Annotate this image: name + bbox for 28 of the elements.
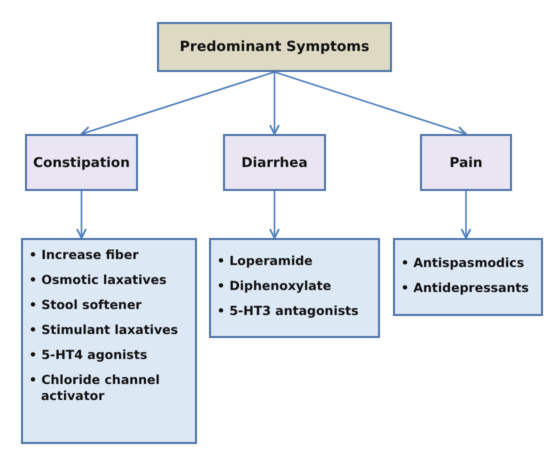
- list-item: • Loperamide: [217, 253, 314, 269]
- node-label: Constipation: [33, 154, 130, 170]
- treatment-list-box: [209, 238, 380, 338]
- arrow: [460, 191, 472, 239]
- arrow: [269, 191, 280, 239]
- treatment-list-box: [21, 238, 197, 444]
- list-item: • 5-HT3 antagonists: [217, 303, 360, 319]
- list-item: • 5-HT4 agonists: [29, 347, 148, 363]
- treatment-list-box: [393, 238, 543, 316]
- list-item: • Diphenoxylate: [217, 278, 332, 294]
- category-box: [25, 134, 138, 191]
- arrow: [274, 71, 467, 136]
- list-item: • Osmotic laxatives: [29, 272, 168, 288]
- list-item: • Antidepressants: [401, 280, 530, 296]
- category-box: [223, 134, 326, 191]
- node-label: Predominant Symptoms: [180, 39, 370, 55]
- node-label: Pain: [450, 154, 482, 170]
- category-box: [420, 134, 512, 191]
- list-item: • Stool softener: [29, 297, 143, 313]
- list-item: • Stimulant laxatives: [29, 322, 180, 338]
- arrow: [76, 191, 87, 239]
- list-item: • Increase fiber: [29, 247, 140, 263]
- list-item: • Chloride channel activator: [29, 372, 161, 404]
- list-item: • Antispasmodics: [401, 255, 526, 271]
- heading-box: [157, 22, 392, 72]
- arrow: [80, 71, 275, 136]
- node-label: Diarrhea: [241, 154, 308, 170]
- arrow: [269, 72, 280, 135]
